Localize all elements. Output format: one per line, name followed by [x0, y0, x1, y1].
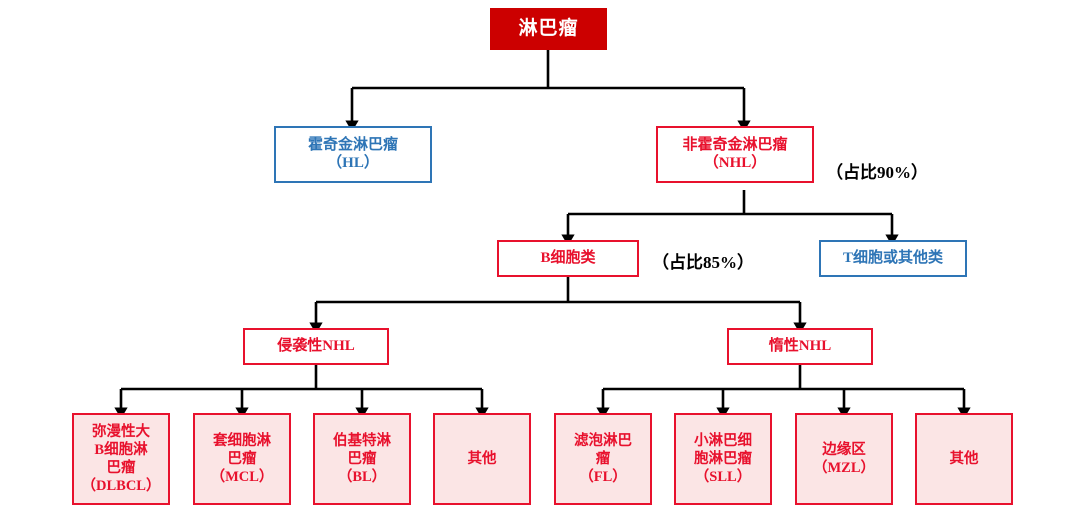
node-b-cell-type[interactable]: B细胞类: [497, 240, 639, 277]
node-leaf-other-indolent[interactable]: 其他: [915, 413, 1013, 505]
node-leaf-fl-label: 滤泡淋巴 瘤 （FL）: [574, 432, 632, 486]
node-lymphoma-root-label: 淋巴瘤: [518, 17, 579, 39]
node-aggressive-nhl[interactable]: 侵袭性NHL: [243, 328, 389, 365]
node-t-cell-or-other[interactable]: T细胞或其他类: [819, 240, 967, 277]
node-hodgkin-lymphoma-label: 霍奇金淋巴瘤 （HL）: [307, 136, 398, 171]
node-b-cell-type-label: B细胞类: [540, 249, 596, 266]
annotation-bcell-share: （占比85%）: [652, 253, 754, 272]
annotation-nhl-share: （占比90%）: [826, 163, 928, 182]
node-leaf-mcl[interactable]: 套细胞淋 巴瘤 （MCL）: [193, 413, 291, 505]
node-indolent-nhl-label: 惰性NHL: [768, 337, 832, 354]
node-t-cell-or-other-label: T细胞或其他类: [842, 249, 943, 266]
node-leaf-mzl-label: 边缘区 （MZL）: [812, 441, 876, 476]
node-non-hodgkin-lymphoma-label: 非霍奇金淋巴瘤 （NHL）: [682, 136, 788, 171]
node-indolent-nhl[interactable]: 惰性NHL: [727, 328, 873, 365]
node-leaf-sll[interactable]: 小淋巴细 胞淋巴瘤 （SLL）: [674, 413, 772, 505]
node-leaf-mzl[interactable]: 边缘区 （MZL）: [795, 413, 893, 505]
node-leaf-other-aggressive-label: 其他: [467, 450, 497, 467]
node-leaf-sll-label: 小淋巴细 胞淋巴瘤 （SLL）: [694, 432, 752, 486]
node-leaf-other-aggressive[interactable]: 其他: [433, 413, 531, 505]
node-non-hodgkin-lymphoma[interactable]: 非霍奇金淋巴瘤 （NHL）: [656, 126, 814, 183]
node-leaf-mcl-label: 套细胞淋 巴瘤 （MCL）: [210, 432, 274, 486]
node-leaf-bl[interactable]: 伯基特淋 巴瘤 （BL）: [313, 413, 411, 505]
node-leaf-dlbcl[interactable]: 弥漫性大 B细胞淋 巴瘤 （DLBCL）: [72, 413, 170, 505]
node-lymphoma-root[interactable]: 淋巴瘤: [490, 8, 607, 50]
node-leaf-dlbcl-label: 弥漫性大 B细胞淋 巴瘤 （DLBCL）: [81, 423, 161, 495]
node-hodgkin-lymphoma[interactable]: 霍奇金淋巴瘤 （HL）: [274, 126, 432, 183]
node-aggressive-nhl-label: 侵袭性NHL: [277, 337, 355, 354]
node-leaf-other-indolent-label: 其他: [949, 450, 979, 467]
node-leaf-bl-label: 伯基特淋 巴瘤 （BL）: [333, 432, 391, 486]
node-leaf-fl[interactable]: 滤泡淋巴 瘤 （FL）: [554, 413, 652, 505]
